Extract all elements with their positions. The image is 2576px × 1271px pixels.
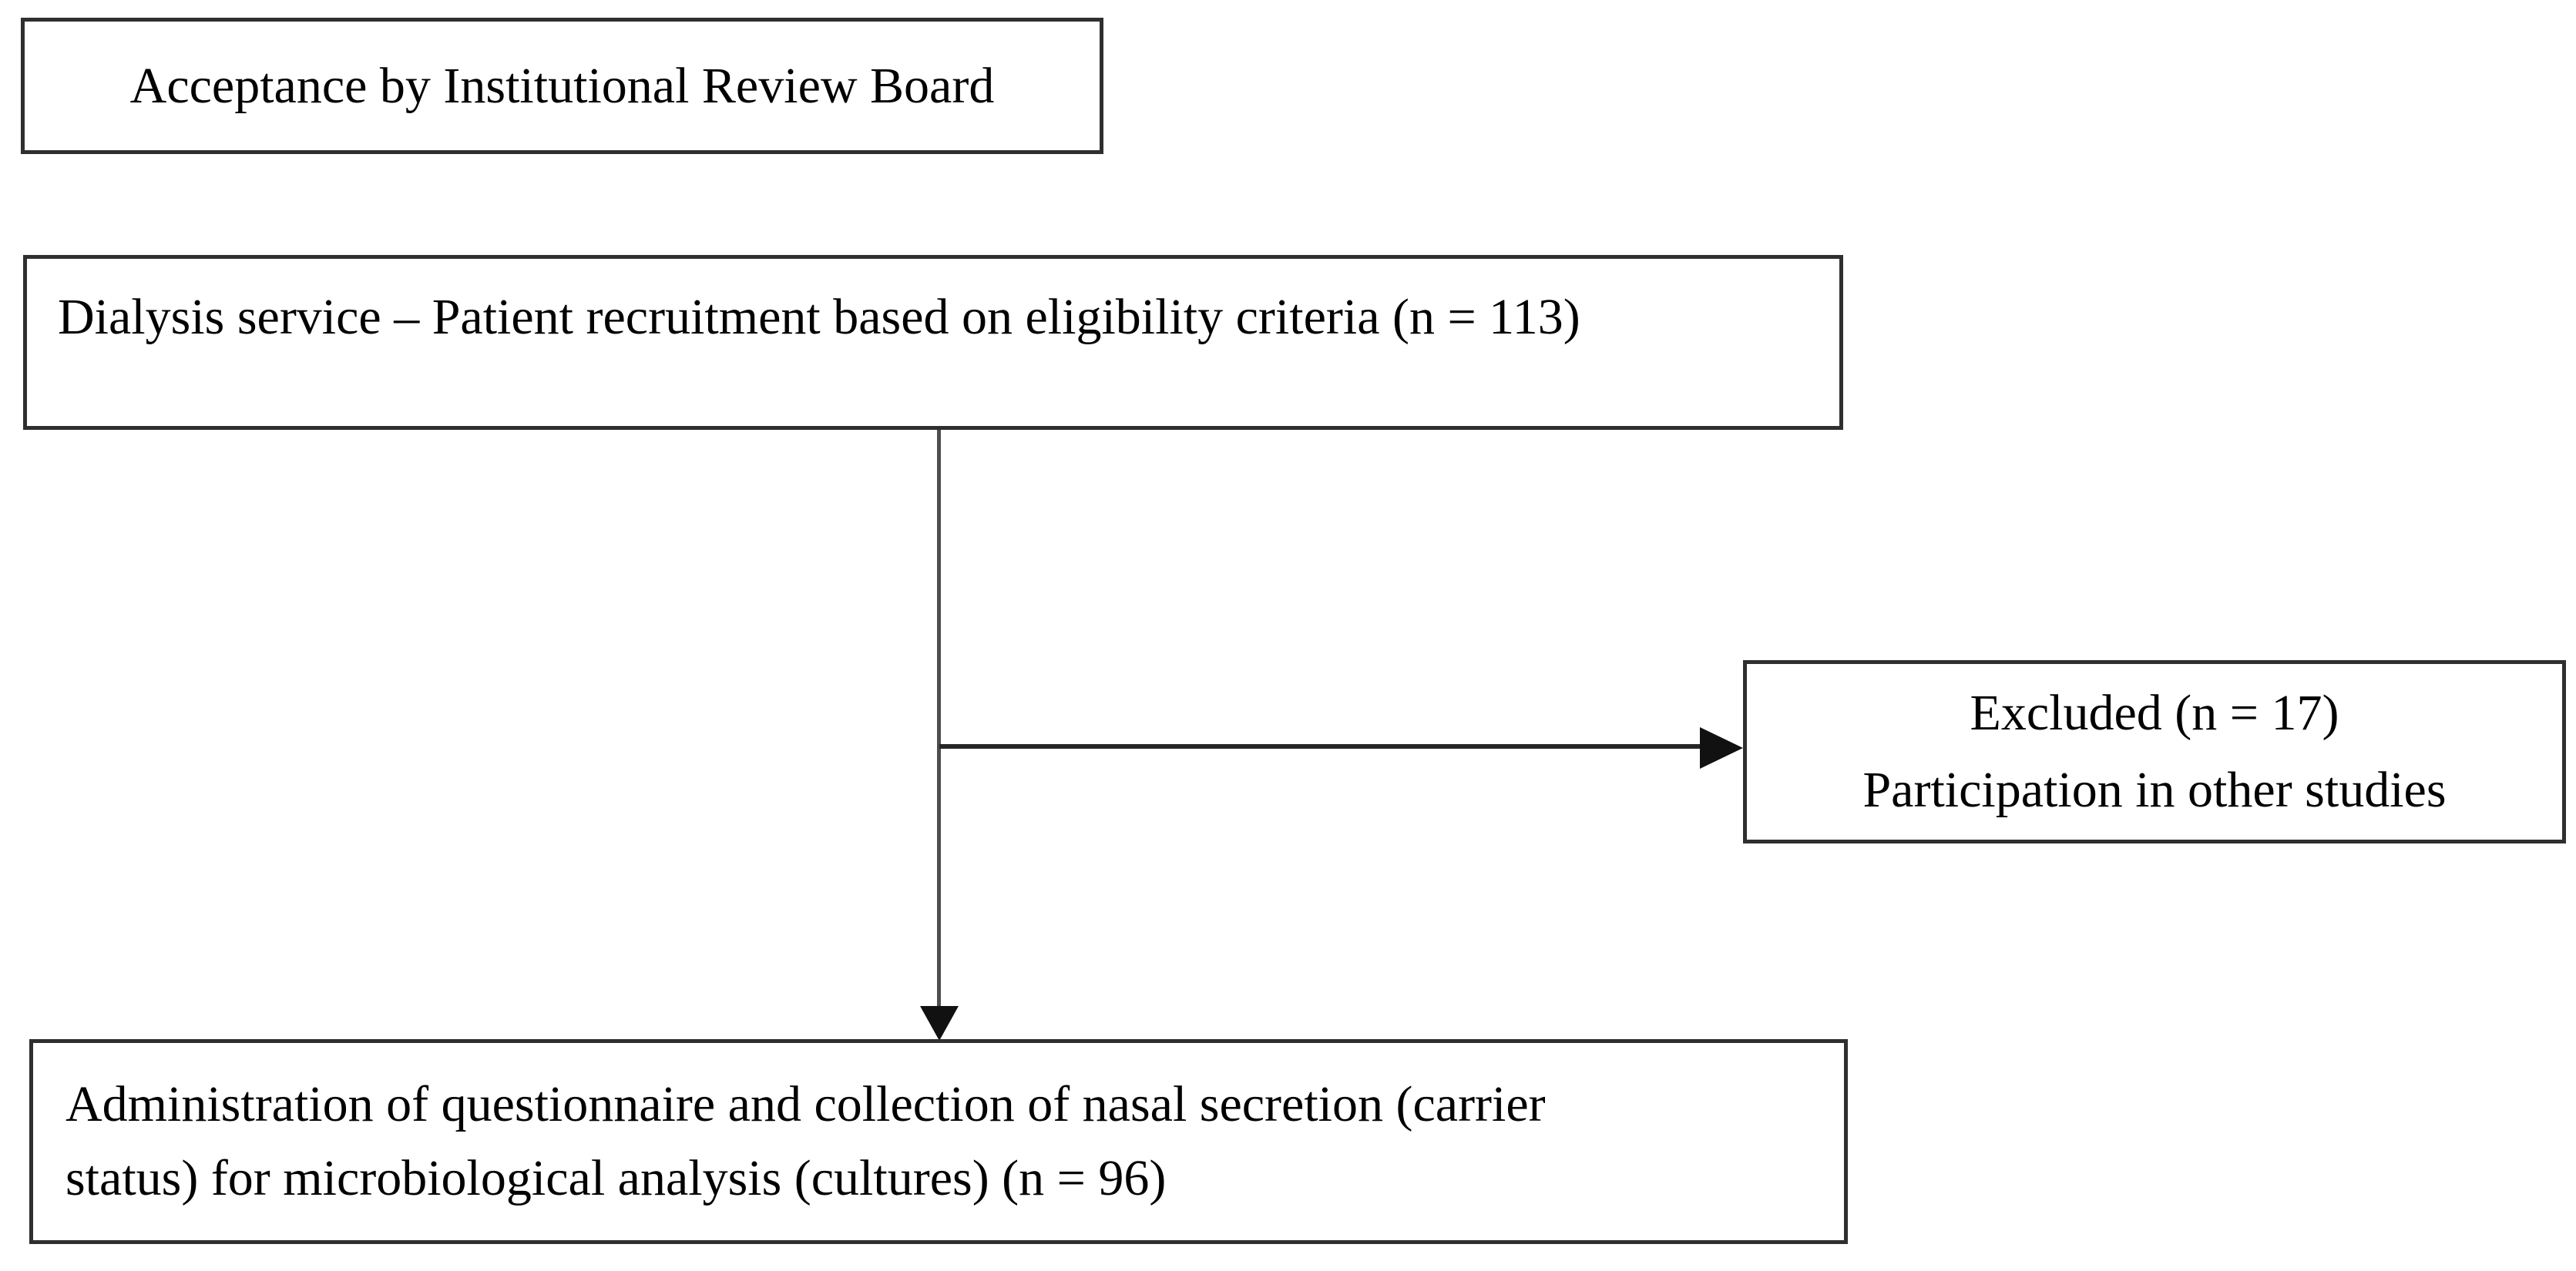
excluded-count-label: Excluded (n = 17): [1970, 684, 2339, 741]
arrowhead-right-icon: [1700, 727, 1743, 769]
excluded-reason-label: Participation in other studies: [1862, 762, 2447, 818]
connector-horizontal-line: [939, 744, 1702, 749]
connector-vertical-line: [937, 430, 941, 1007]
excluded-box: Excluded (n = 17) Participation in other…: [1743, 660, 2566, 843]
administration-box: Administration of questionnaire and coll…: [29, 1039, 1848, 1244]
arrowhead-down-icon: [920, 1006, 959, 1041]
irb-acceptance-box: Acceptance by Institutional Review Board: [21, 18, 1103, 154]
irb-acceptance-label: Acceptance by Institutional Review Board: [129, 57, 995, 114]
recruitment-box: Dialysis service – Patient recruitment b…: [23, 255, 1843, 430]
administration-label-line2: status) for microbiological analysis (cu…: [65, 1150, 1167, 1206]
recruitment-label: Dialysis service – Patient recruitment b…: [58, 289, 1580, 345]
administration-label-line1: Administration of questionnaire and coll…: [65, 1076, 1546, 1133]
